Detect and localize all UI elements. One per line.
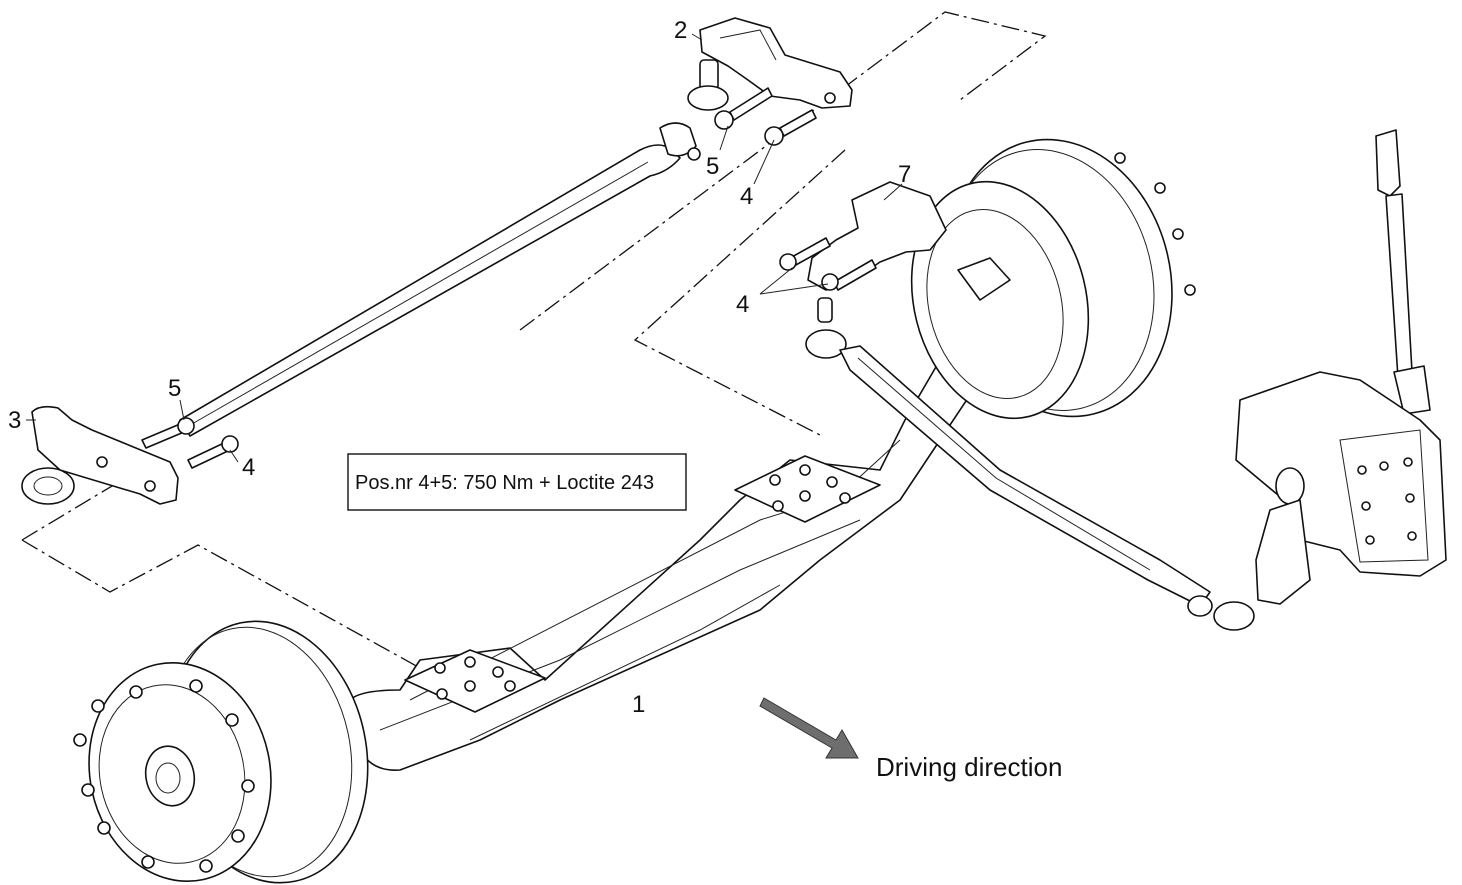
steering-arm-bracket-2 [687, 17, 853, 161]
callout-1: 1 [632, 691, 645, 718]
callout-5-left: 5 [168, 375, 181, 402]
steering-arm-3 [21, 405, 239, 505]
callout-7: 7 [898, 161, 911, 188]
tie-rod [839, 345, 1255, 631]
callout-4-middle: 4 [736, 291, 749, 318]
callout-4-top: 4 [740, 183, 753, 210]
driving-direction-arrow [759, 697, 859, 759]
callout-4-left: 4 [242, 454, 255, 481]
wheel-studs-front [73, 679, 255, 873]
drag-link-rod [179, 122, 697, 437]
callout-2: 2 [674, 17, 687, 44]
driving-direction-label: Driving direction [876, 752, 1062, 782]
callout-5-top: 5 [706, 153, 719, 180]
steering-gear [1235, 129, 1447, 605]
steering-arm-bracket-7 [779, 181, 947, 359]
wheel-hub-front [88, 620, 369, 884]
boundary-lines [21, 11, 1047, 669]
leader-lines [26, 33, 903, 463]
torque-note: Pos.nr 4+5: 750 Nm + Loctite 243 [347, 453, 687, 511]
callout-3: 3 [8, 407, 21, 434]
spring-pad-holes [434, 464, 851, 700]
wheel-hub-rear [910, 138, 1196, 420]
arrow-icon [759, 697, 859, 759]
torque-note-text: Pos.nr 4+5: 750 Nm + Loctite 243 [355, 472, 654, 494]
